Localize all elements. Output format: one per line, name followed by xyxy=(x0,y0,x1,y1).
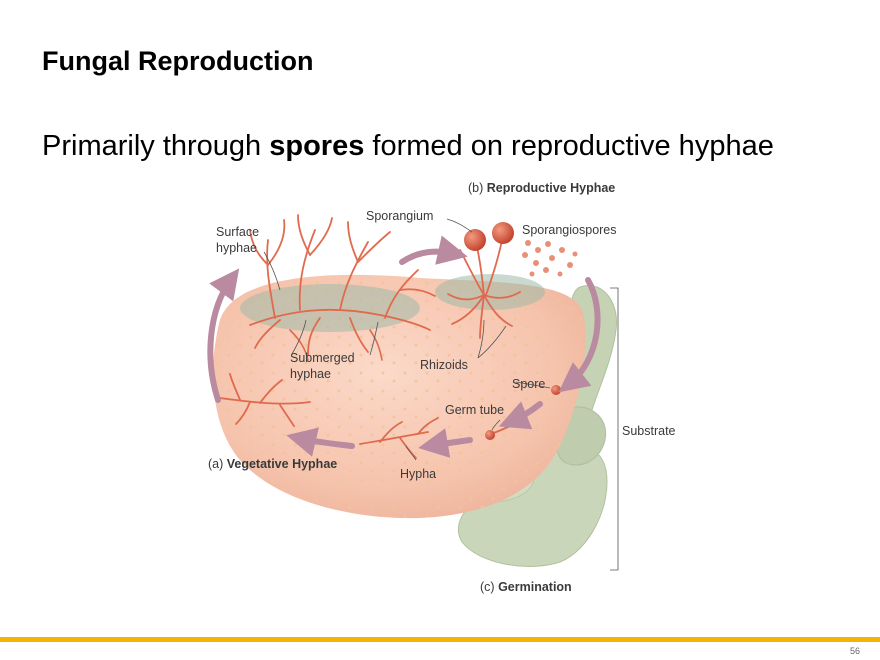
sporangiospores xyxy=(522,240,578,277)
subtitle-text-post: formed on reproductive hyphae xyxy=(364,130,774,162)
mold-patch-right xyxy=(435,274,545,310)
sporangium-left xyxy=(464,229,486,251)
fruit-seeds xyxy=(213,274,586,519)
leader-lines xyxy=(263,218,619,571)
panel-c-caption: (c) Germination xyxy=(480,580,572,594)
mold-patch-left xyxy=(240,284,420,332)
spore xyxy=(551,385,561,395)
label-sporangium: Sporangium xyxy=(366,209,433,223)
subtitle-text-bold: spores xyxy=(269,130,365,162)
footer-accent-bar xyxy=(0,637,880,642)
label-submerged-hyphae-2: hyphae xyxy=(290,367,331,381)
submerged-hyphae xyxy=(289,329,383,361)
panel-b-caption: (b) Reproductive Hyphae xyxy=(468,181,615,195)
panel-a-caption: (a) Vegetative Hyphae xyxy=(208,457,337,471)
label-spore: Spore xyxy=(512,377,545,391)
slide-subtitle: Primarily through spores formed on repro… xyxy=(42,130,774,163)
diagram-svg: Sporangium Surface hyphae Sporangiospore… xyxy=(207,181,676,594)
cycle-arrows xyxy=(207,235,601,458)
label-hypha: Hypha xyxy=(400,467,436,481)
label-sporangiospores: Sporangiospores xyxy=(522,223,617,237)
label-surface-hyphae-2: hyphae xyxy=(216,241,257,255)
label-submerged-hyphae-1: Submerged xyxy=(290,351,355,365)
page-number: 56 xyxy=(849,646,860,656)
sporangium-right xyxy=(492,222,514,244)
label-rhizoids: Rhizoids xyxy=(420,358,468,372)
slide-title: Fungal Reproduction xyxy=(42,46,314,76)
vegetative-hyphae xyxy=(219,373,311,427)
surface-hyphae xyxy=(249,214,436,356)
subtitle-text-pre: Primarily through xyxy=(42,130,270,162)
label-surface-hyphae-1: Surface xyxy=(216,225,259,239)
fungal-reproduction-diagram: Sporangium Surface hyphae Sporangiospore… xyxy=(180,170,700,610)
label-germ-tube: Germ tube xyxy=(445,403,504,417)
label-substrate: Substrate xyxy=(622,424,676,438)
